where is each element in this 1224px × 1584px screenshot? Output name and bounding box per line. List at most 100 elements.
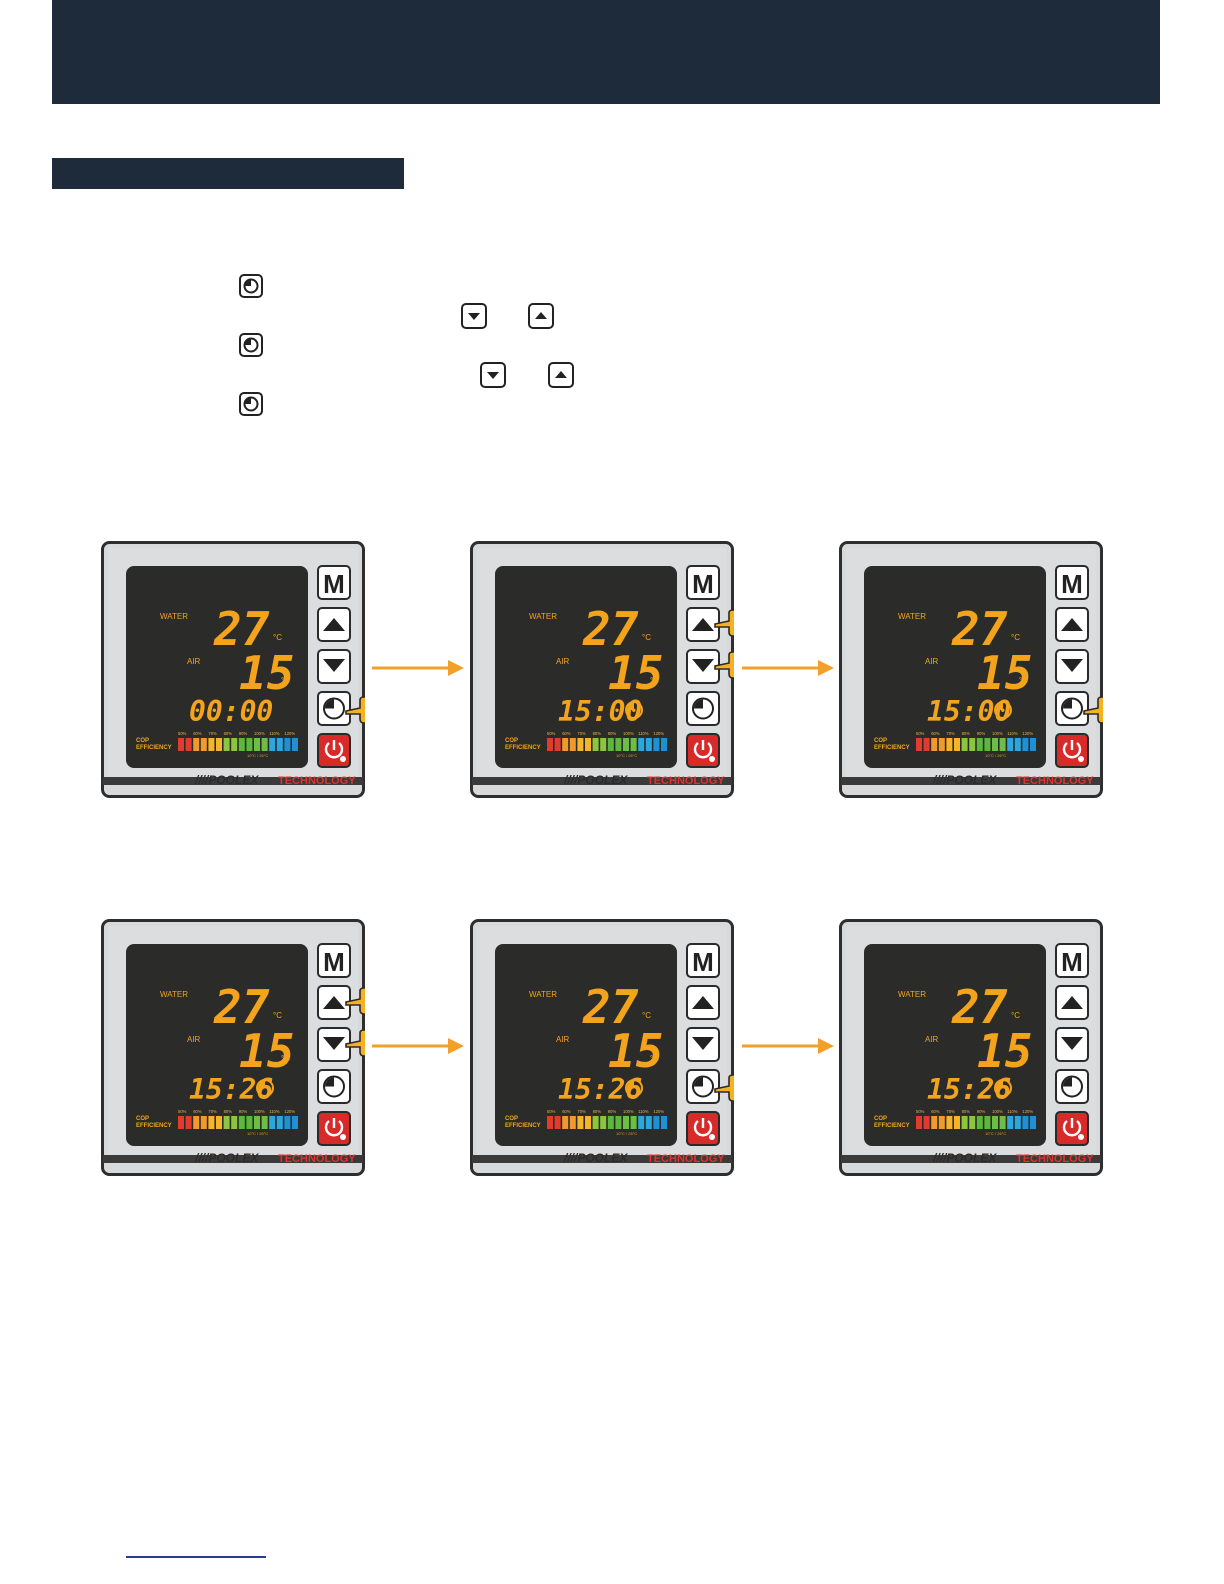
controller-panel-4: WATER 27 °C AIR 15 °C 15:26 COP EFFICIEN… xyxy=(101,919,365,1176)
down-button[interactable] xyxy=(318,650,350,683)
brand-logo: ////POOLEX xyxy=(932,1151,997,1165)
controller-panel: WATER 27 °C AIR 15 °C 15:00 COP EFFICIEN… xyxy=(839,541,1103,798)
efficiency-bar xyxy=(193,1116,199,1129)
efficiency-bar xyxy=(946,738,952,751)
air-temperature: 15 xyxy=(608,1024,663,1078)
efficiency-bar xyxy=(638,738,644,751)
up-button[interactable] xyxy=(687,986,719,1019)
power-button[interactable] xyxy=(1056,1112,1088,1145)
clock-time: 15:26 xyxy=(189,1073,273,1106)
up-button[interactable] xyxy=(1056,608,1088,641)
efficiency-bar xyxy=(201,1116,207,1129)
clock-button-icon xyxy=(239,392,263,416)
clock-button[interactable] xyxy=(687,1070,719,1103)
scale-label: 120% xyxy=(653,731,664,736)
brand-tagline: TECHNOLOGY xyxy=(647,775,725,787)
power-button[interactable] xyxy=(318,734,350,767)
power-button[interactable] xyxy=(687,734,719,767)
flow-arrow xyxy=(372,1036,466,1056)
lcd-screen: WATER 27 °C AIR 15 °C 15:26 COP EFFICIEN… xyxy=(864,944,1046,1146)
efficiency-bar xyxy=(254,1116,260,1129)
air-unit: °C xyxy=(281,1054,290,1063)
air-temperature: 15 xyxy=(608,646,663,700)
brand-tagline: TECHNOLOGY xyxy=(1016,775,1094,787)
efficiency-bar xyxy=(577,738,583,751)
mode-button[interactable]: M xyxy=(318,566,350,599)
water-label: WATER xyxy=(160,612,188,621)
efficiency-bar xyxy=(1030,1116,1036,1129)
clock-button-icon xyxy=(239,333,263,357)
range-note: 10°C / 26°C xyxy=(985,753,1006,758)
water-label: WATER xyxy=(529,612,557,621)
clock-button[interactable] xyxy=(1056,692,1088,725)
scale-label: 80% xyxy=(224,731,233,736)
water-unit: °C xyxy=(273,1011,282,1020)
efficiency-bar xyxy=(615,738,621,751)
down-button[interactable] xyxy=(687,1028,719,1061)
air-temperature: 15 xyxy=(977,646,1032,700)
efficiency-bar xyxy=(916,1116,922,1129)
down-button[interactable] xyxy=(1056,650,1088,683)
air-unit: °C xyxy=(1019,676,1028,685)
efficiency-label: EFFICIENCY xyxy=(874,1123,910,1129)
scale-label: 60% xyxy=(193,1109,202,1114)
cop-label: COP xyxy=(505,1116,518,1122)
header-band xyxy=(52,0,1160,104)
mode-button[interactable]: M xyxy=(687,944,719,977)
power-button[interactable] xyxy=(1056,734,1088,767)
flow-arrow xyxy=(742,1036,836,1056)
controller-panel-1: WATER 27 °C AIR 15 °C 00:00 COP EFFICIEN… xyxy=(101,541,365,798)
scale-label: 110% xyxy=(1007,1109,1018,1114)
down-arrow-button-icon xyxy=(461,303,487,329)
efficiency-bar xyxy=(661,738,667,751)
scale-label: 120% xyxy=(1022,731,1033,736)
mode-button[interactable]: M xyxy=(318,944,350,977)
lcd-screen: WATER 27 °C AIR 15 °C 15:26 COP EFFICIEN… xyxy=(126,944,308,1146)
flow-arrow xyxy=(372,658,466,678)
clock-time: 15:00 xyxy=(558,695,642,728)
cop-label: COP xyxy=(505,738,518,744)
water-label: WATER xyxy=(898,612,926,621)
efficiency-bar xyxy=(254,738,260,751)
scale-label: 70% xyxy=(208,1109,217,1114)
cop-label: COP xyxy=(874,738,887,744)
scale-label: 110% xyxy=(1007,731,1018,736)
efficiency-bar xyxy=(631,1116,637,1129)
mode-button-label: M xyxy=(323,947,345,977)
water-unit: °C xyxy=(642,633,651,642)
clock-button[interactable] xyxy=(318,692,350,725)
efficiency-bar xyxy=(653,738,659,751)
efficiency-bar xyxy=(600,738,606,751)
water-label: WATER xyxy=(898,990,926,999)
efficiency-bar xyxy=(292,1116,298,1129)
efficiency-bar xyxy=(593,738,599,751)
up-arrow-button-icon xyxy=(528,303,554,329)
efficiency-bar xyxy=(1007,1116,1013,1129)
scale-label: 50% xyxy=(916,1109,925,1114)
cop-label: COP xyxy=(874,1116,887,1122)
lcd-screen: WATER 27 °C AIR 15 °C 15:00 COP EFFICIEN… xyxy=(495,566,677,768)
scale-label: 120% xyxy=(284,1109,295,1114)
clock-button[interactable] xyxy=(318,1070,350,1103)
up-button[interactable] xyxy=(318,608,350,641)
efficiency-bar xyxy=(269,1116,275,1129)
mode-button[interactable]: M xyxy=(1056,566,1088,599)
efficiency-bar xyxy=(1015,738,1021,751)
clock-button[interactable] xyxy=(687,692,719,725)
power-button[interactable] xyxy=(687,1112,719,1145)
efficiency-bar xyxy=(1000,1116,1006,1129)
power-button[interactable] xyxy=(318,1112,350,1145)
efficiency-bar xyxy=(977,1116,983,1129)
air-unit: °C xyxy=(1019,1054,1028,1063)
scale-label: 70% xyxy=(946,1109,955,1114)
up-button[interactable] xyxy=(1056,986,1088,1019)
cop-label: COP xyxy=(136,1116,149,1122)
clock-button[interactable] xyxy=(1056,1070,1088,1103)
mode-button[interactable]: M xyxy=(1056,944,1088,977)
efficiency-bar xyxy=(1030,738,1036,751)
down-button[interactable] xyxy=(1056,1028,1088,1061)
efficiency-bar xyxy=(224,1116,230,1129)
mode-button[interactable]: M xyxy=(687,566,719,599)
scale-label: 70% xyxy=(577,1109,586,1114)
efficiency-bar xyxy=(593,1116,599,1129)
